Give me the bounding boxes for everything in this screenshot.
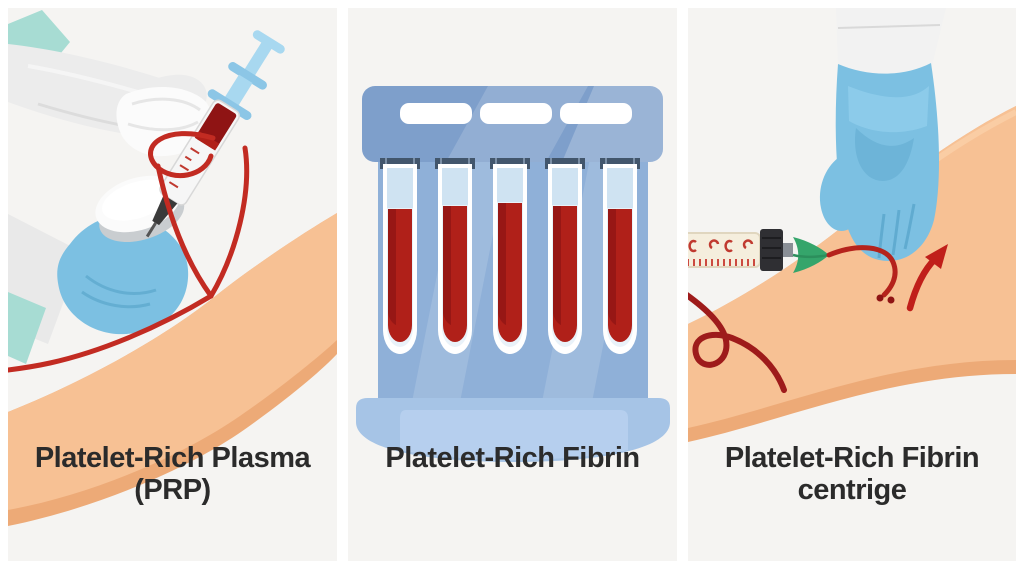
rack-slot <box>560 103 632 124</box>
blood-tube <box>383 164 417 354</box>
direction-arrow-icon <box>906 244 948 312</box>
panel-prp: Platelet-Rich Plasma (PRP) <box>8 8 337 561</box>
panel-caption: Platelet-Rich Fibrin centrige <box>688 442 1016 507</box>
blue-gloved-hand-icon <box>819 63 940 261</box>
panel-prf2: Platelet-Rich Fibrin centrige <box>688 8 1016 561</box>
syringe-icon <box>145 30 285 238</box>
rack-slot <box>480 103 552 124</box>
blood-tube <box>438 164 472 354</box>
panel-caption: Platelet-Rich Fibrin <box>348 442 677 474</box>
centrifuge-rack-illustration <box>356 86 670 462</box>
blood-tubing-icon <box>8 131 250 373</box>
rack-top-bar <box>362 86 663 162</box>
blue-gloved-hand-icon <box>57 215 189 335</box>
blood-tube <box>493 164 527 354</box>
prp-blood-draw-illustration <box>8 10 337 526</box>
syringe-icon <box>688 229 830 273</box>
syringe-markings <box>688 239 754 253</box>
caption-line1: Platelet-Rich Fibrin <box>724 442 980 474</box>
caption-line2: centrige <box>797 474 907 507</box>
gauze-icon <box>116 87 212 157</box>
blood-tube <box>548 164 582 354</box>
blood-tube <box>603 164 637 354</box>
rack-base <box>356 398 670 462</box>
blood-tubes <box>383 164 637 354</box>
panel-caption: Platelet-Rich Plasma (PRP) <box>8 442 337 507</box>
patient-arm-illustration <box>8 213 337 526</box>
caption-line1: Platelet-Rich Fibrin <box>385 442 640 474</box>
rack-slot <box>400 103 472 124</box>
injection-tubing-icon <box>688 245 898 393</box>
sleeve-icon <box>836 8 946 76</box>
panel-prf: Platelet-Rich Fibrin <box>348 8 677 561</box>
caption-line1: Platelet-Rich Plasma <box>34 442 311 474</box>
caption-line2: (PRP) <box>134 474 211 507</box>
prf-injection-illustration <box>688 8 1016 442</box>
sleeve-icon <box>8 214 82 364</box>
